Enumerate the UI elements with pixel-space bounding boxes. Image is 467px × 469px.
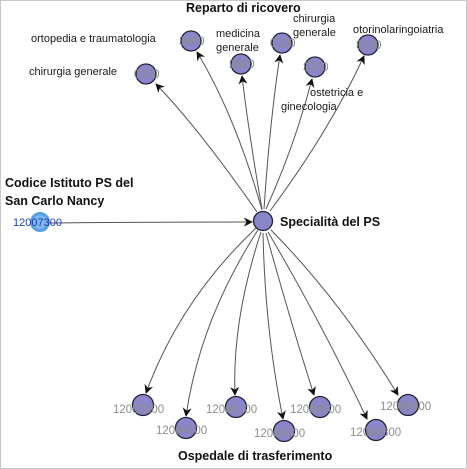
hospital-node-circle[interactable] xyxy=(396,393,420,417)
edge-to-hospital-2 xyxy=(182,229,259,417)
edge-to-hospital-6 xyxy=(267,231,368,420)
edge-to-ward-chirurgia-generale-left xyxy=(155,83,258,213)
header-source-line2: San Carlo Nancy xyxy=(5,194,104,208)
ward-label: ortopedia e traumatologia xyxy=(31,33,157,45)
ward-node-chirurgia-generale-left[interactable]: 0900 chirurgia generale xyxy=(29,63,160,85)
ward-label: otorinolaringoiatria xyxy=(353,24,444,36)
specialty-node[interactable] xyxy=(252,210,274,232)
ward-node-circle[interactable] xyxy=(230,53,252,75)
edge-to-hospital-1 xyxy=(144,227,257,394)
ward-code: 3800 xyxy=(356,40,382,52)
ward-node-circle[interactable] xyxy=(357,34,379,56)
ward-node-ortopedia[interactable]: 3600 ortopedia e traumatologia xyxy=(31,30,205,52)
hospital-node-6[interactable]: 12006800 xyxy=(350,418,401,442)
ward-label: chirurgia generale xyxy=(29,66,117,78)
ward-node-medicina-generale[interactable]: 2600 medicina generale xyxy=(216,28,261,75)
ward-label-line2: generale xyxy=(216,42,259,54)
hospital-nodes: 12000300 12004600 12004100 12005600 1200… xyxy=(113,393,431,443)
ward-nodes: 3600 ortopedia e traumatologia 0900 chir… xyxy=(29,13,444,113)
hospital-code: 12005600 xyxy=(254,428,305,440)
hospital-node-3[interactable]: 12004100 xyxy=(206,395,257,419)
edges xyxy=(49,51,399,420)
edge-to-hospital-3 xyxy=(230,231,262,396)
ward-node-circle[interactable] xyxy=(271,32,293,54)
hospital-node-circle[interactable] xyxy=(174,416,198,440)
hospital-node-4[interactable]: 12005600 xyxy=(254,419,305,443)
hospital-node-2[interactable]: 12004600 xyxy=(156,416,207,440)
edge-to-hospital-7 xyxy=(270,229,399,396)
ward-label-line1: medicina xyxy=(216,28,261,40)
header-center: Specialità del PS xyxy=(280,215,380,229)
hospital-code: 12004600 xyxy=(156,425,207,437)
edge-to-ward-ortopedia xyxy=(196,51,263,211)
ward-label-line2: generale xyxy=(293,27,336,39)
ward-node-circle[interactable] xyxy=(304,56,326,78)
ward-label-line1: ostetricia e xyxy=(310,87,363,99)
ward-node-circle[interactable] xyxy=(135,63,157,85)
hospital-node-1[interactable]: 12000300 xyxy=(113,393,164,417)
edge-to-hospital-5 xyxy=(265,232,316,396)
ward-code: 0900 xyxy=(270,38,296,50)
hospital-node-circle[interactable] xyxy=(131,393,155,417)
edge-to-ward-otorinolaringoiatria xyxy=(269,55,365,212)
edge-source-to-specialty xyxy=(49,217,253,227)
hospital-code: 12009300 xyxy=(290,404,341,416)
edge-to-ward-ostetricia xyxy=(265,78,315,210)
hospital-code: 12000300 xyxy=(113,404,164,416)
ward-node-chirurgia-generale-top[interactable]: 0900 chirurgia generale xyxy=(270,13,336,54)
edge-to-ward-medicina-generale xyxy=(238,75,263,210)
hospital-node-circle[interactable] xyxy=(224,395,248,419)
hospital-node-7[interactable]: 12008400 xyxy=(380,393,431,417)
hospital-node-circle[interactable] xyxy=(308,395,332,419)
ward-node-otorinolaringoiatria[interactable]: 3800 otorinolaringoiatria xyxy=(353,24,444,56)
ward-code: 3700 xyxy=(303,62,329,74)
hospital-node-5[interactable]: 12009300 xyxy=(290,395,341,419)
source-node[interactable] xyxy=(30,212,50,232)
ward-code: 2600 xyxy=(229,59,255,71)
edge-to-ward-chirurgia-generale-top xyxy=(263,54,284,210)
ward-node-ostetricia[interactable]: 3700 ostetricia e ginecologia xyxy=(281,56,363,113)
ward-code: 3600 xyxy=(179,36,205,48)
header-top: Reparto di ricovero xyxy=(186,1,301,15)
hospital-node-circle[interactable] xyxy=(364,418,388,442)
header-source-line1: Codice Istituto PS del xyxy=(5,176,134,190)
edge-to-hospital-4 xyxy=(262,232,286,420)
ward-label-line2: ginecologia xyxy=(281,101,338,113)
source-code: 12007300 xyxy=(13,217,62,229)
hospital-code: 12008400 xyxy=(380,401,431,413)
source-node-group[interactable]: 12007300 xyxy=(13,212,62,232)
hospital-code: 12006800 xyxy=(350,427,401,439)
hospital-node-circle[interactable] xyxy=(272,419,296,443)
header-bottom: Ospedale di trasferimento xyxy=(178,449,333,463)
ward-code: 0900 xyxy=(134,69,160,81)
ward-label-line1: chirurgia xyxy=(293,13,336,25)
hospital-code: 12004100 xyxy=(206,404,257,416)
ward-node-circle[interactable] xyxy=(180,30,202,52)
